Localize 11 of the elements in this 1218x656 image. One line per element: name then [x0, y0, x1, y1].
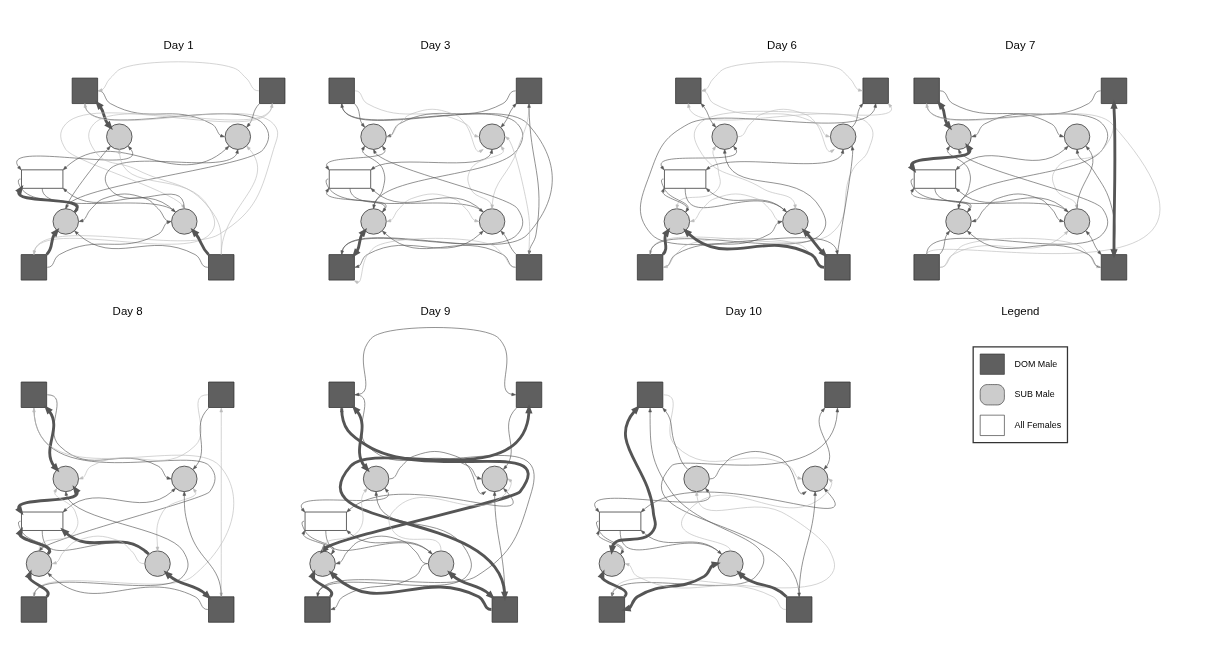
label: Day 1 [163, 38, 194, 51]
label: Day 3 [420, 38, 451, 51]
label: Day 7 [1005, 38, 1036, 51]
label: Legend [1001, 304, 1040, 317]
legend-label: DOM Male [1014, 358, 1058, 369]
legend-label: SUB Male [1014, 388, 1055, 399]
label: Day 10 [725, 304, 762, 317]
label: Day 9 [420, 304, 451, 317]
legend-label: All Females [1014, 419, 1062, 430]
label: Day 8 [112, 304, 143, 317]
label: Day 6 [767, 38, 797, 51]
